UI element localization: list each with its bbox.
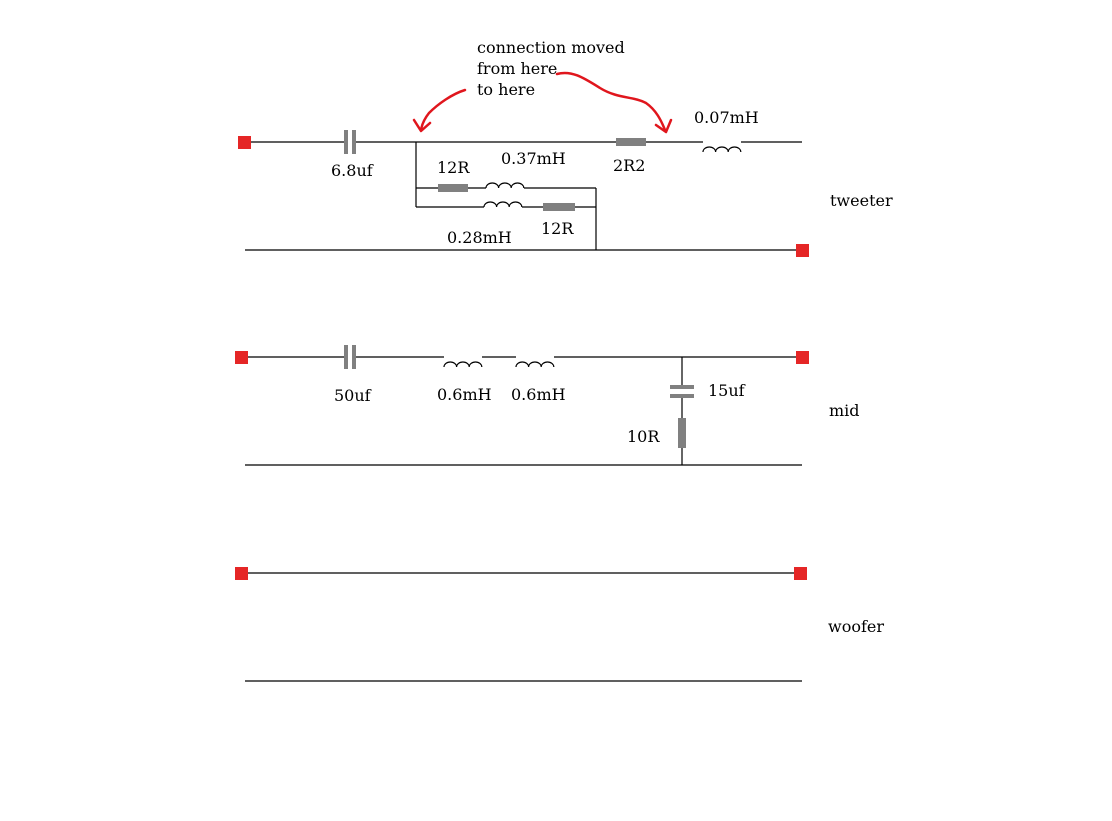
tweeter-section: 6.8uf 12R 0.37mH 0.28mH 12R 2R2 0.07mH t… [238, 108, 893, 257]
annotation-line-2: from here [477, 59, 557, 78]
mid-capacitor-plate-right [352, 345, 356, 369]
mid-inductor-2-label: 0.6mH [511, 385, 566, 404]
mid-input-terminal [235, 351, 248, 364]
tweeter-resistor-upper-label: 12R [437, 158, 470, 177]
annotation-line-3: to here [477, 80, 535, 99]
woofer-section-label: woofer [828, 617, 884, 636]
tweeter-capacitor-plate-left [344, 130, 348, 154]
mid-section: 50uf 0.6mH 0.6mH 15uf 10R mid [235, 345, 860, 466]
mid-section-label: mid [829, 401, 860, 420]
tweeter-resistor-lower-label: 12R [541, 219, 574, 238]
mid-capacitor-label: 50uf [334, 386, 372, 405]
mid-shunt-capacitor-label: 15uf [708, 381, 746, 400]
mid-output-terminal [796, 351, 809, 364]
mid-capacitor-plate-left [344, 345, 348, 369]
mid-inductor-1-label: 0.6mH [437, 385, 492, 404]
tweeter-resistor-series [616, 138, 646, 146]
connection-moved-annotation: connection moved from here to here [412, 38, 673, 134]
woofer-input-terminal [235, 567, 248, 580]
mid-shunt-resistor-label: 10R [627, 427, 660, 446]
tweeter-resistor-upper [438, 184, 468, 192]
tweeter-section-label: tweeter [830, 191, 893, 210]
arrow-from-old-connection-head [654, 118, 673, 134]
arrow-to-new-connection-head [412, 118, 432, 133]
mid-inductor-2 [515, 361, 555, 368]
tweeter-input-terminal [238, 136, 251, 149]
tweeter-resistor-series-label: 2R2 [613, 156, 645, 175]
mid-shunt-resistor [678, 418, 686, 448]
arrow-from-old-connection [555, 71, 667, 132]
mid-shunt-capacitor-plate-bottom [670, 394, 694, 398]
tweeter-capacitor-plate-right [352, 130, 356, 154]
mid-inductor-1 [443, 361, 483, 368]
tweeter-inductor-upper [485, 182, 525, 189]
tweeter-inductor-lower-label: 0.28mH [447, 228, 512, 247]
tweeter-inductor-series [702, 146, 742, 153]
tweeter-inductor-lower [483, 201, 523, 208]
tweeter-inductor-series-label: 0.07mH [694, 108, 759, 127]
annotation-line-1: connection moved [477, 38, 625, 57]
woofer-section: woofer [235, 567, 884, 682]
tweeter-inductor-upper-label: 0.37mH [501, 149, 566, 168]
mid-shunt-capacitor-plate-top [670, 385, 694, 389]
tweeter-resistor-lower [543, 203, 575, 211]
tweeter-output-terminal [796, 244, 809, 257]
woofer-output-terminal [794, 567, 807, 580]
arrow-to-new-connection [419, 88, 467, 132]
tweeter-capacitor-label: 6.8uf [331, 161, 374, 180]
